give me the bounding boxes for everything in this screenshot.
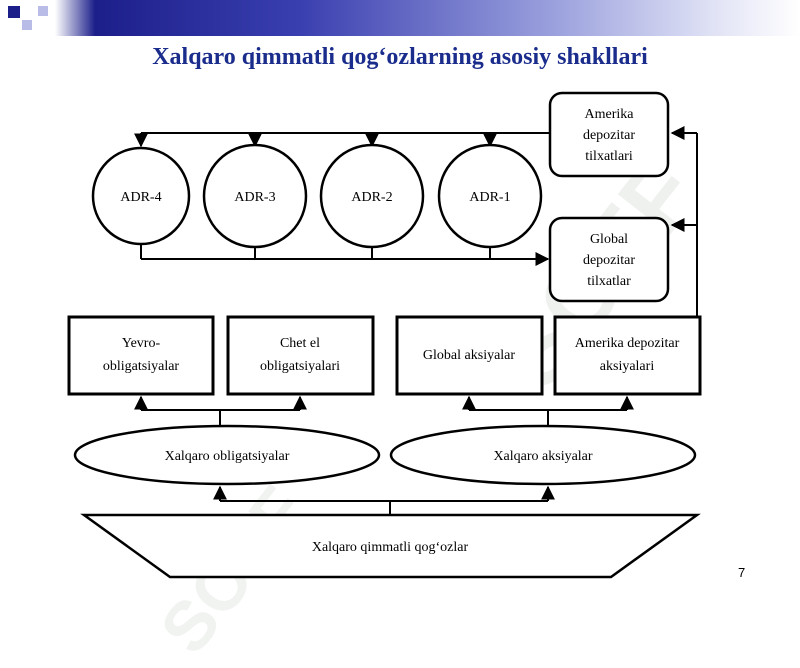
box-line: Global <box>590 232 628 247</box>
adr-label: ADR-4 <box>120 190 161 205</box>
box-line: Chet el <box>280 336 320 351</box>
global-shares-box: Global aksiyalar <box>395 315 544 396</box>
adr-label: ADR-2 <box>351 190 392 205</box>
slide-title: Xalqaro qimmatli qog‘ozlarning asosiy sh… <box>152 44 648 70</box>
box-line: depozitar <box>583 128 635 143</box>
shares-connector <box>462 395 634 426</box>
box-line: Amerika <box>585 107 635 122</box>
foreign-bonds-box: Chet el obligatsiyalari <box>226 315 375 396</box>
global-depositary-receipts-box: Global depozitar tilxatlar <box>548 216 670 303</box>
american-depositary-shares-box: Amerika depozitar aksiyalari <box>553 315 702 396</box>
right-connector <box>670 126 698 316</box>
box-line: depozitar <box>583 253 635 268</box>
base-label: Xalqaro qimmatli qog‘ozlar <box>312 540 469 555</box>
adr-label: ADR-1 <box>469 190 510 205</box>
header-square-1 <box>8 6 20 18</box>
header-band <box>0 0 800 36</box>
adr-label: ADR-3 <box>234 190 275 205</box>
international-securities-base: Xalqaro qimmatli qog‘ozlar <box>80 513 701 579</box>
adr-circle: ADR-1 <box>437 143 543 249</box>
header-square-2 <box>22 20 32 30</box>
adr-circle: ADR-3 <box>202 143 308 249</box>
eurobonds-box: Yevro- obligatsiyalar <box>67 315 215 396</box>
adr-circle: ADR-2 <box>319 143 425 249</box>
box-line: Amerika depozitar <box>575 336 680 351</box>
international-bonds-ellipse: Xalqaro obligatsiyalar <box>73 424 381 486</box>
box-line: tilxatlar <box>587 274 631 289</box>
ellipse-label: Xalqaro obligatsiyalar <box>165 449 290 464</box>
page-number: 7 <box>738 565 746 580</box>
header-square-3 <box>38 6 48 16</box>
adr-circle: ADR-4 <box>91 146 191 246</box>
box-line: Global aksiyalar <box>423 348 515 363</box>
diagram: ADR-4 ADR-3 ADR-2 ADR-1 Amerika depozita… <box>67 91 702 579</box>
box-line: obligatsiyalar <box>103 359 180 374</box>
box-line: aksiyalari <box>600 359 655 374</box>
base-connector <box>213 485 555 515</box>
ellipse-label: Xalqaro aksiyalar <box>493 449 592 464</box>
box-line: Yevro- <box>122 336 161 351</box>
american-depositary-receipts-box: Amerika depozitar tilxatlari <box>548 91 670 178</box>
box-line: obligatsiyalari <box>260 359 340 374</box>
international-shares-ellipse: Xalqaro aksiyalar <box>389 424 697 486</box>
box-line: tilxatlari <box>585 149 633 164</box>
bonds-connector <box>134 395 307 426</box>
